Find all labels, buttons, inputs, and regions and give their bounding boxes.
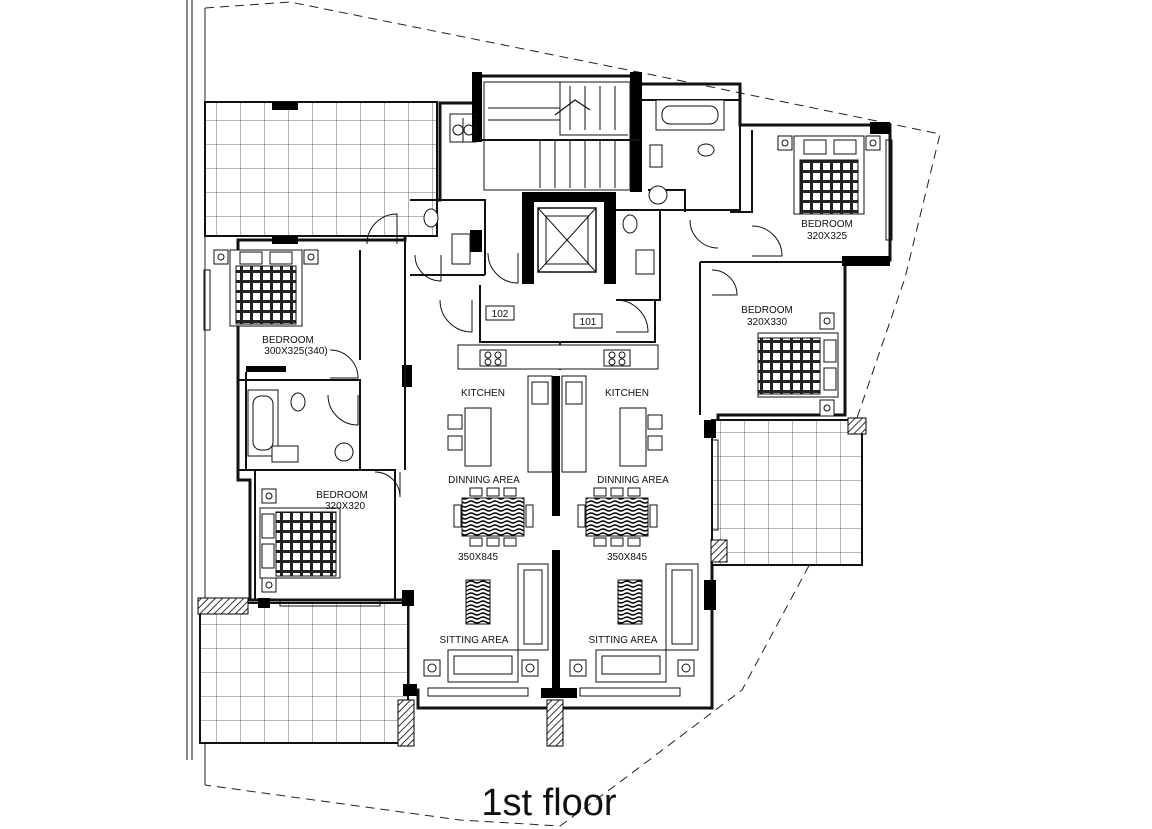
bathroom-fixtures (247, 99, 725, 463)
unit-number-101-box (573, 313, 603, 329)
room-size-bedroom-ne: 320X325 (807, 231, 847, 242)
unit-number-101: 101 (580, 317, 597, 328)
room-label-living-left: SITTING AREA (440, 635, 509, 646)
room-size-living-right: 350X845 (607, 552, 647, 563)
column (397, 699, 415, 747)
column (197, 597, 249, 615)
wall-blocks (246, 72, 890, 698)
dining-table (453, 487, 658, 547)
wheelchair-icon (449, 113, 477, 143)
stair (483, 81, 631, 191)
room-label-living-right: SITTING AREA (589, 635, 658, 646)
interior-walls (238, 99, 845, 600)
room-label-dining-left: DINNING AREA (448, 475, 520, 486)
unit-number-102-box (485, 305, 515, 321)
room-size-bedroom-sw: 320X320 (325, 501, 365, 512)
room-size-bedroom-nw: 300X325(340) (264, 346, 327, 357)
room-size-bedroom-e: 320X330 (747, 317, 787, 328)
room-label-dining-right: DINNING AREA (597, 475, 669, 486)
room-label-bedroom-ne: BEDROOM (801, 219, 853, 230)
balcony-sw (199, 602, 409, 744)
balcony-nw (204, 101, 438, 237)
column (847, 417, 867, 435)
room-label-bedroom-nw: BEDROOM (262, 335, 314, 346)
door-swings (327, 213, 783, 498)
coffee-table (465, 579, 643, 625)
column (546, 699, 564, 747)
room-label-kitchen-left: KITCHEN (461, 388, 505, 399)
windows (203, 139, 893, 697)
elevator (537, 207, 597, 273)
room-size-living-left: 350X845 (458, 552, 498, 563)
nightstand-icon (213, 135, 881, 593)
side-table (423, 659, 695, 677)
balcony-e (711, 419, 863, 566)
room-label-bedroom-e: BEDROOM (741, 305, 793, 316)
room-label-kitchen-right: KITCHEN (605, 388, 649, 399)
bed-icon (229, 135, 865, 579)
sofa (447, 563, 699, 683)
unit-number-102: 102 (492, 309, 509, 320)
column (710, 539, 728, 563)
kitchen-counter (457, 344, 659, 473)
kitchen-island (447, 407, 663, 467)
room-label-bedroom-sw: BEDROOM (316, 490, 368, 501)
floor-title: 1st floor (481, 782, 617, 824)
